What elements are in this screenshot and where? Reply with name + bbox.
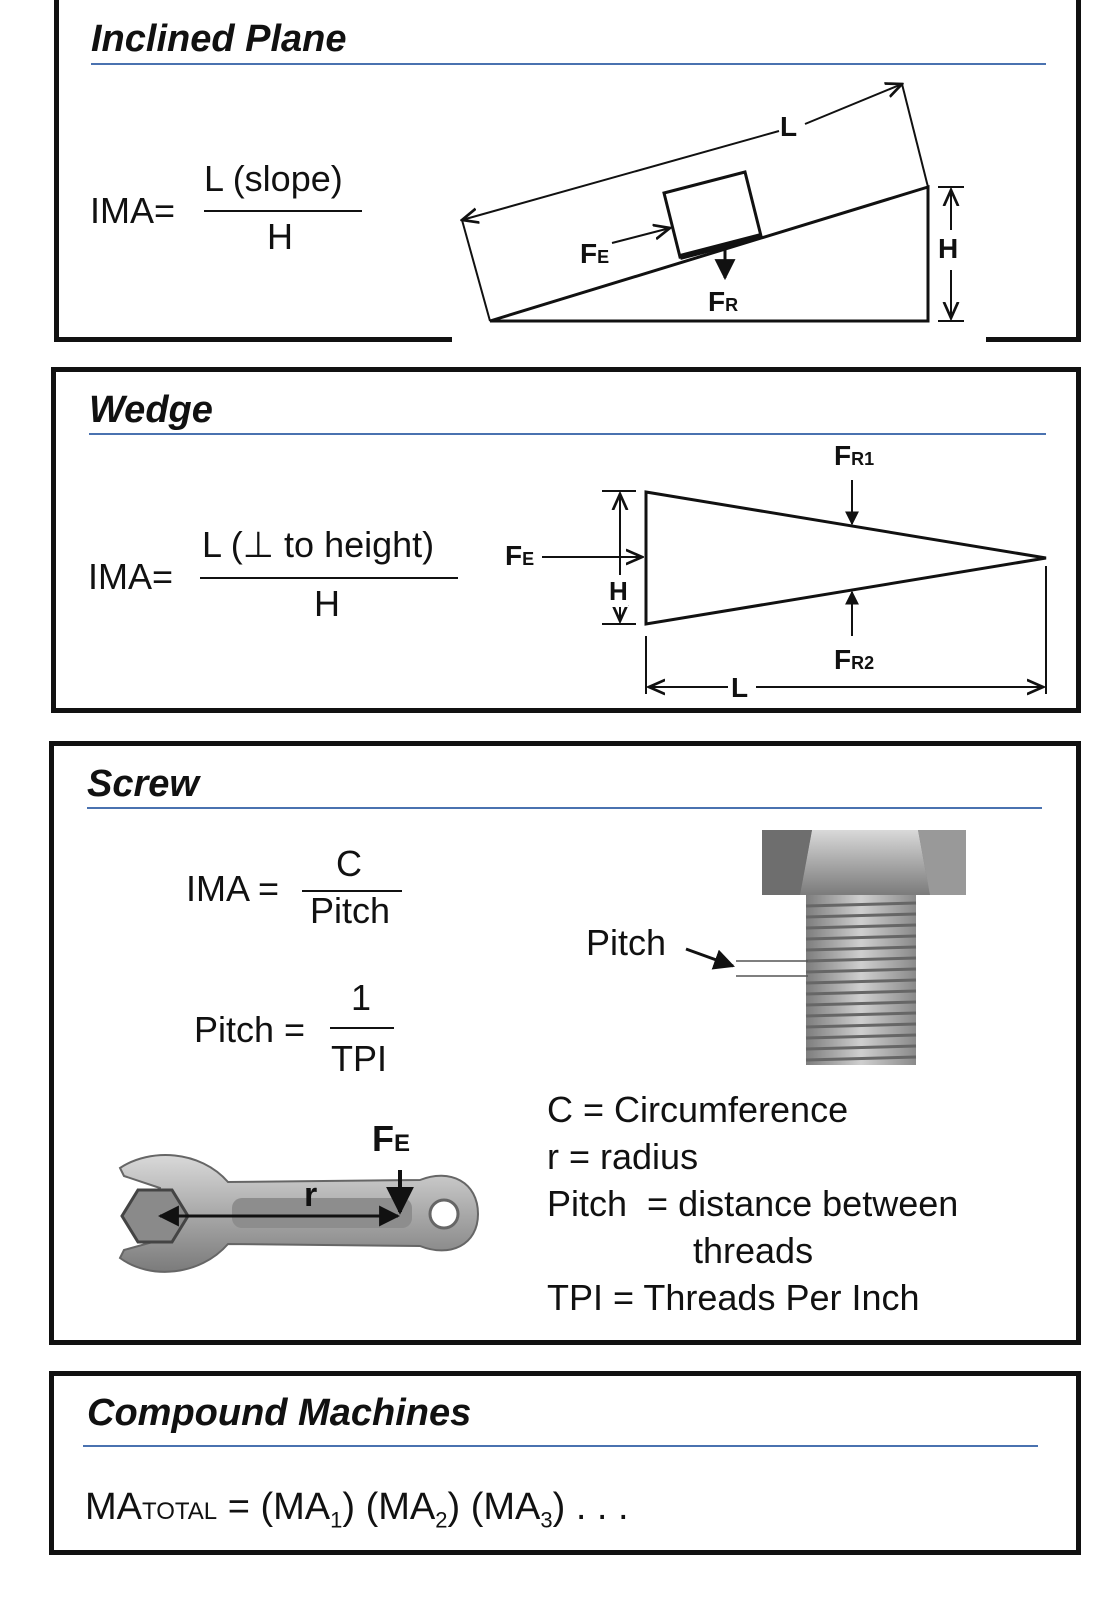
inclined-plane-rule [91,63,1046,65]
pitch-pointer-arrow [685,947,735,970]
inclined-plane-numerator: L (slope) [204,158,343,199]
wedge-fraction-bar [200,577,458,579]
wedge-panel [51,367,1081,713]
wedge-FR2-label: FR2 [834,644,875,675]
legend-circumference: C = Circumference [547,1089,849,1130]
wedge-numerator: L (⊥ to height) [202,524,435,565]
inclined-plane-bottom-left [54,337,452,342]
wedge-L-label: L [731,672,749,703]
legend-pitch-cont: threads [693,1230,814,1271]
screw-pitch-denominator: TPI [331,1038,388,1079]
wrench-illustration [118,1154,480,1273]
wrench-FE-label: FE [372,1118,411,1159]
inclined-plane-title: Inclined Plane [91,18,347,60]
legend-pitch: Pitch = distance between [547,1183,959,1224]
inclined-plane-fraction-bar [204,210,362,212]
incline-triangle [489,184,930,323]
wedge-title: Wedge [89,389,213,431]
incline-H-label: H [938,233,959,264]
screw-title: Screw [87,763,199,805]
compound-rule [83,1445,1038,1447]
screw-pitch-numerator: 1 [351,977,372,1018]
inclined-plane-ima-label: IMA= [90,190,176,231]
screw-rule [87,807,1042,809]
screw-pitch-label: Pitch = [194,1009,306,1050]
wedge-rule [89,433,1046,435]
compound-title: Compound Machines [87,1392,472,1434]
incline-FR-label: FR [708,286,739,317]
wedge-denominator: H [314,583,340,624]
bolt-threads [805,901,917,1062]
bolt-pitch-label: Pitch [586,922,667,963]
screw-ima-label: IMA = [186,868,280,909]
wrench-r-label: r [304,1176,318,1214]
compound-panel [49,1371,1081,1555]
wedge-FR1-label: FR1 [834,440,875,471]
screw-pitch-fraction-bar [330,1027,394,1029]
wedge-H-label: H [609,576,628,607]
incline-L-arrow-left [462,130,780,220]
screw-ima-numerator: C [336,843,362,884]
incline-FE-arrow [611,228,670,244]
screw-ima-fraction-bar [302,890,402,892]
inclined-plane-denominator: H [267,216,293,257]
wedge-ima-label: IMA= [88,556,174,597]
compound-formula: MATOTAL = (MA1) (MA2) (MA3) . . . [85,1486,629,1533]
wedge-FE-label: FE [505,540,535,571]
incline-L-label: L [780,111,798,142]
screw-ima-denominator: Pitch [310,890,391,931]
inclined-plane-bottom-right [986,337,1081,342]
incline-L-arrow-right [804,84,902,125]
legend-radius: r = radius [547,1136,699,1177]
legend-tpi: TPI = Threads Per Inch [547,1277,920,1318]
incline-FE-label: FE [580,238,610,269]
inclined-plane-panel [54,0,1081,342]
